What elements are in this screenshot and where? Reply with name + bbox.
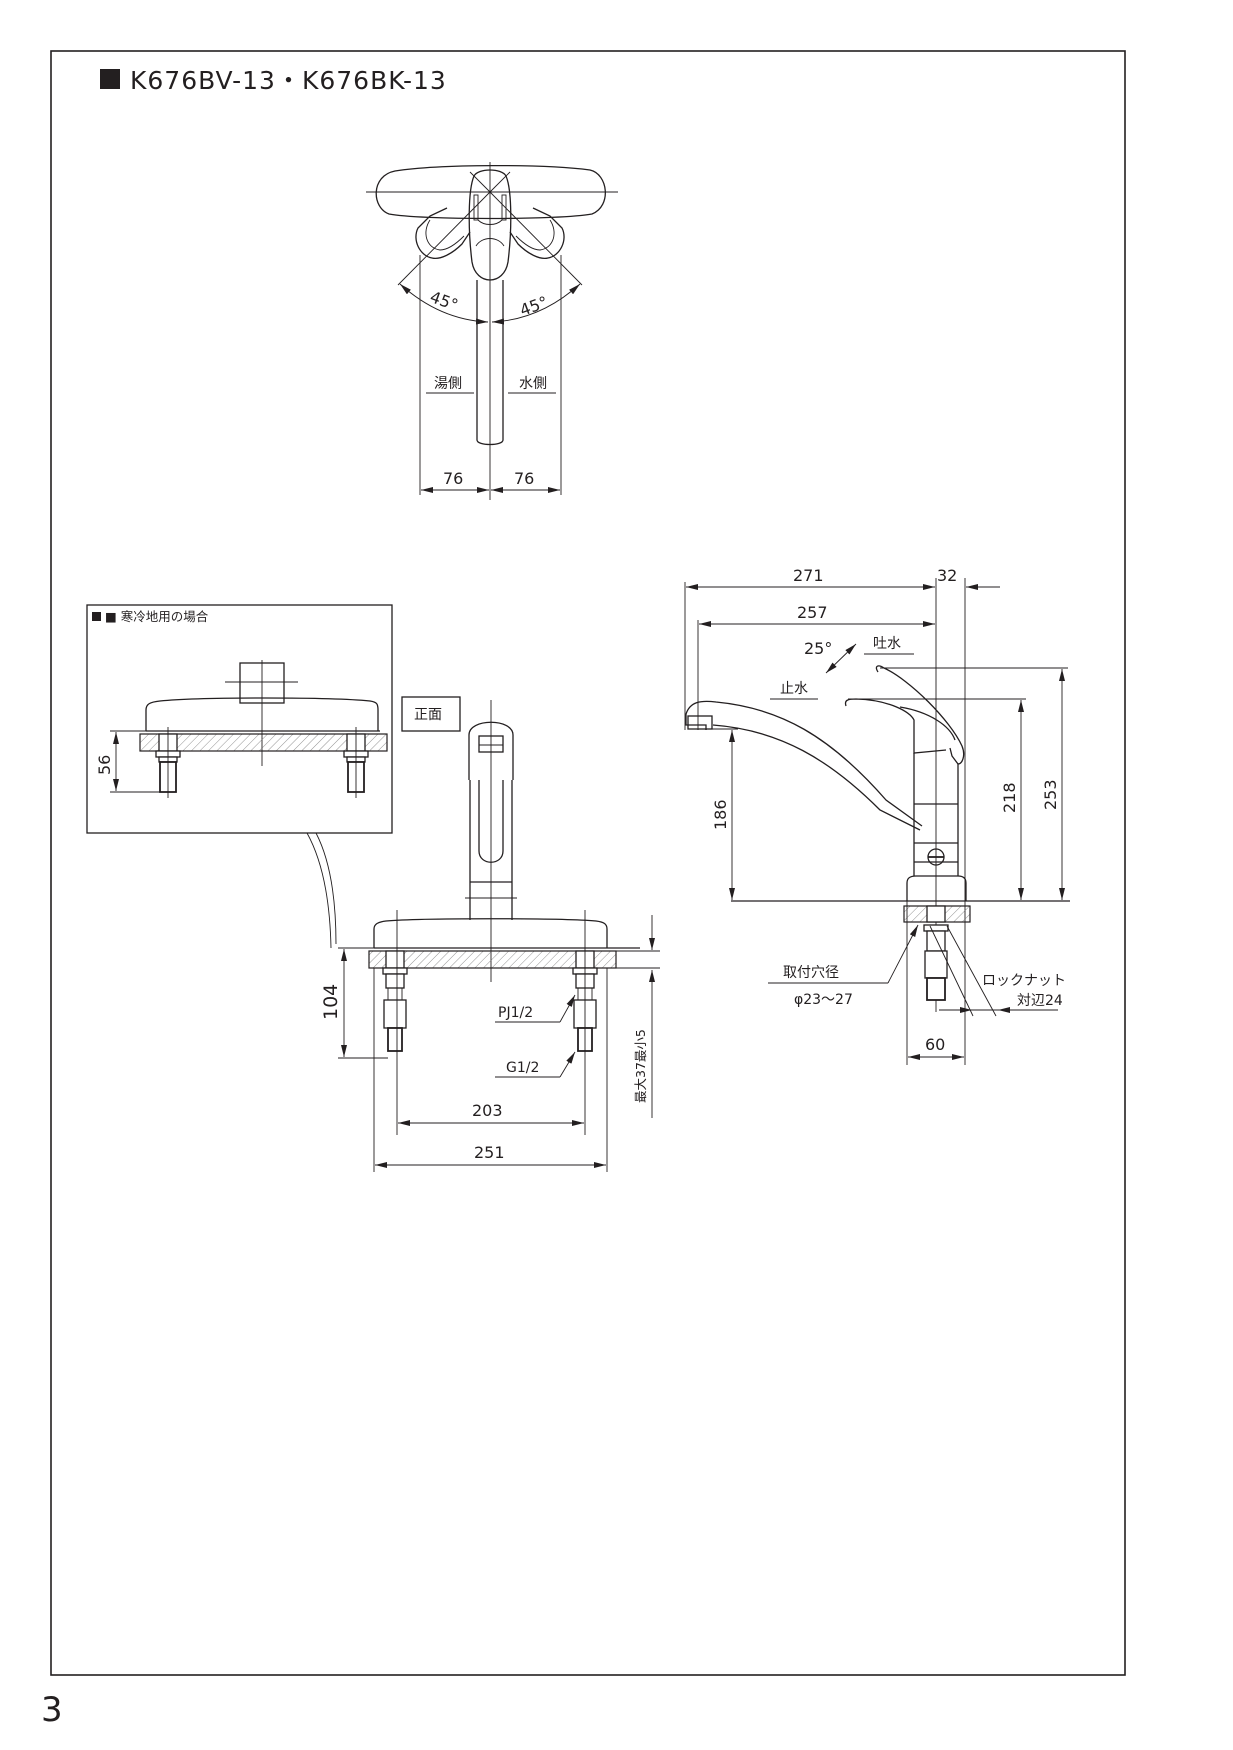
- front-view: 正面 104: [320, 696, 660, 1172]
- dim-271: 271: [793, 566, 824, 585]
- page-title: K676BV-13・K676BK-13: [100, 66, 447, 95]
- page-frame: [50, 50, 1126, 1676]
- title-square-icon: [100, 69, 120, 89]
- dim-218: 218: [1000, 782, 1019, 813]
- angle-right-label: 45°: [517, 292, 550, 320]
- deck-thickness-label: 最大37最小5: [633, 1029, 648, 1103]
- model-title: K676BV-13・K676BK-13: [130, 66, 447, 95]
- inset-heading: ■ 寒冷地用の場合: [105, 609, 209, 624]
- cold-region-inset: ■ 寒冷地用の場合 56: [86, 604, 393, 949]
- dim-32: 32: [937, 566, 957, 585]
- mount-hole-value: φ23～27: [794, 992, 853, 1008]
- locknut-value: 対辺24: [1017, 993, 1063, 1009]
- dim-186: 186: [711, 799, 730, 830]
- stop-label: 止水: [780, 681, 808, 697]
- dim-56: 56: [95, 755, 114, 775]
- page-number: 3: [41, 1690, 63, 1730]
- dim-257: 257: [797, 603, 828, 622]
- mount-hole-label: 取付穴径: [783, 965, 839, 981]
- flow-label: 吐水: [873, 636, 901, 652]
- cold-side-label: 水側: [519, 376, 547, 392]
- thread-lower-label: G1/2: [506, 1060, 539, 1076]
- hot-side-label: 湯側: [434, 375, 462, 392]
- dim-253: 253: [1041, 779, 1060, 810]
- dim-left-76: 76: [443, 469, 463, 488]
- lever-angle-label: 25°: [804, 639, 832, 658]
- front-label-box: [401, 696, 461, 732]
- dim-right-76: 76: [514, 469, 534, 488]
- front-view-label: 正面: [414, 707, 442, 723]
- angle-left-label: 45°: [428, 287, 461, 315]
- inset-square-icon: [92, 612, 101, 621]
- dim-203: 203: [472, 1101, 503, 1120]
- top-view: 45° 45° 湯側 水側 76 76: [366, 162, 618, 500]
- thread-upper-label: PJ1/2: [498, 1005, 533, 1021]
- side-view: 271 32 257 25° 吐水 止水: [684, 566, 1070, 1065]
- locknut-label: ロックナット: [982, 973, 1066, 989]
- dim-251: 251: [474, 1143, 505, 1162]
- dim-104: 104: [320, 984, 342, 1020]
- dim-60: 60: [925, 1035, 945, 1054]
